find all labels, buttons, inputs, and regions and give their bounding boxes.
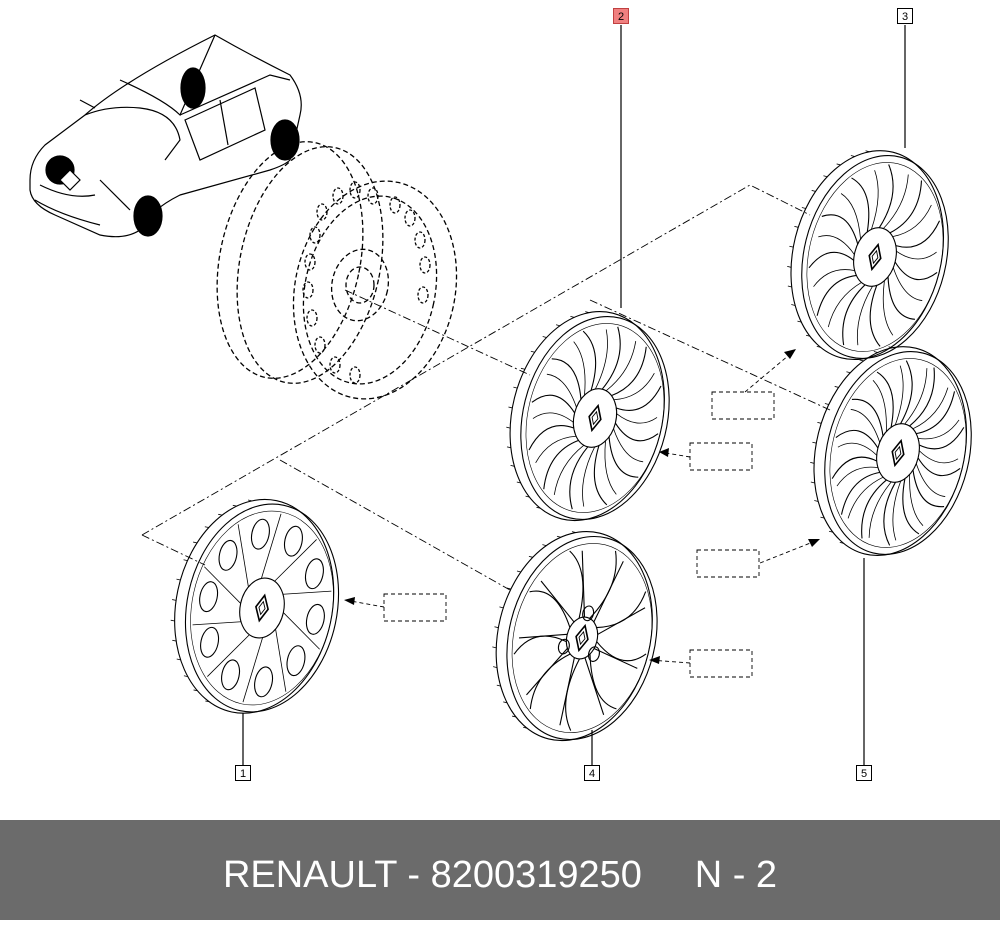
- callout-5: 5: [856, 765, 872, 781]
- hubcap-3: [787, 150, 949, 361]
- hubcap-2: [506, 311, 670, 522]
- part-number-caption: RENAULT - 8200319250 N - 2: [222, 854, 778, 896]
- callout-leaders: [242, 25, 906, 765]
- arrow-heads: [344, 349, 820, 664]
- callout-2: 2: [613, 8, 629, 24]
- parts-diagram: [29, 25, 972, 765]
- footer-bar: RENAULT - 8200319250 N - 2: [0, 820, 1000, 920]
- callout-4: 4: [584, 765, 600, 781]
- hubcap-1: [170, 498, 340, 714]
- reference-boxes: [344, 349, 819, 678]
- callout-1: 1: [235, 765, 251, 781]
- leader-lines: [141, 184, 831, 591]
- callout-3: 3: [897, 8, 913, 24]
- hubcap-4: [492, 531, 658, 742]
- car-illustration: [29, 34, 302, 238]
- hubcap-5: [810, 346, 972, 557]
- steel-wheel: [216, 141, 458, 400]
